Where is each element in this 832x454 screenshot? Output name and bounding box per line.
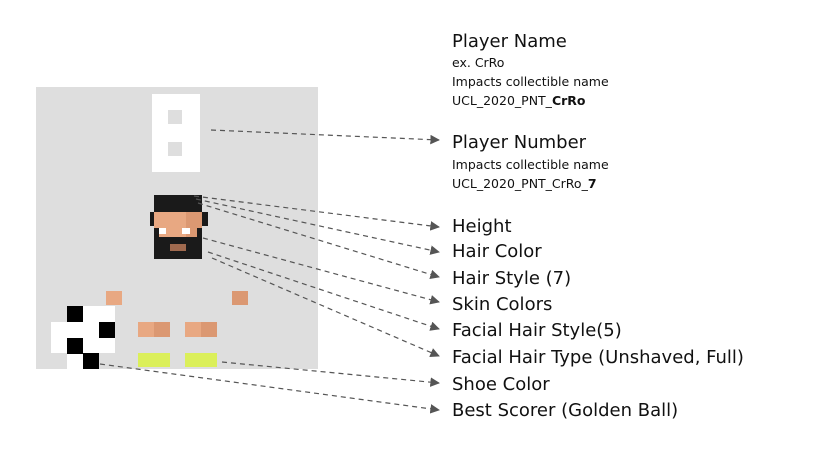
label-facial-hair-type: Facial Hair Type (Unshaved, Full) — [452, 347, 744, 368]
left-hand — [106, 291, 122, 305]
label-skin-colors: Skin Colors — [452, 294, 553, 315]
label-shoe-color: Shoe Color — [452, 374, 550, 395]
label-facial-hair-style: Facial Hair Style(5) — [452, 320, 622, 341]
collectible-highlight: 7 — [587, 176, 597, 191]
label-height: Height — [452, 216, 512, 237]
player-number-collectible: UCL_2020_PNT_CrRo_7 — [452, 176, 597, 191]
right-shoe — [185, 353, 217, 367]
player-name-impact: Impacts collectible name — [452, 74, 609, 89]
player-number-title: Player Number — [452, 132, 587, 153]
label-best-scorer: Best Scorer (Golden Ball) — [452, 400, 679, 421]
player-name-title: Player Name — [452, 31, 567, 52]
label-hair-color: Hair Color — [452, 241, 542, 262]
hair — [154, 195, 202, 212]
collectible-prefix: UCL_2020_PNT_CrRo_ — [452, 176, 588, 191]
collectible-prefix: UCL_2020_PNT_ — [452, 93, 552, 108]
player-number-impact: Impacts collectible name — [452, 157, 609, 172]
player-sprite-canvas — [36, 87, 318, 369]
collectible-highlight: CrRo — [551, 93, 586, 108]
left-shoe — [138, 353, 170, 367]
arrow-best-scorer — [99, 363, 440, 414]
player-head — [150, 195, 208, 259]
player-name-collectible: UCL_2020_PNT_CrRo — [452, 93, 586, 108]
label-hair-style: Hair Style (7) — [452, 268, 572, 289]
jersey-number — [152, 94, 200, 172]
golden-ball-icon — [51, 306, 115, 369]
right-hand — [232, 291, 248, 305]
mouth — [170, 244, 186, 251]
player-name-example: ex. CrRo — [452, 55, 505, 70]
